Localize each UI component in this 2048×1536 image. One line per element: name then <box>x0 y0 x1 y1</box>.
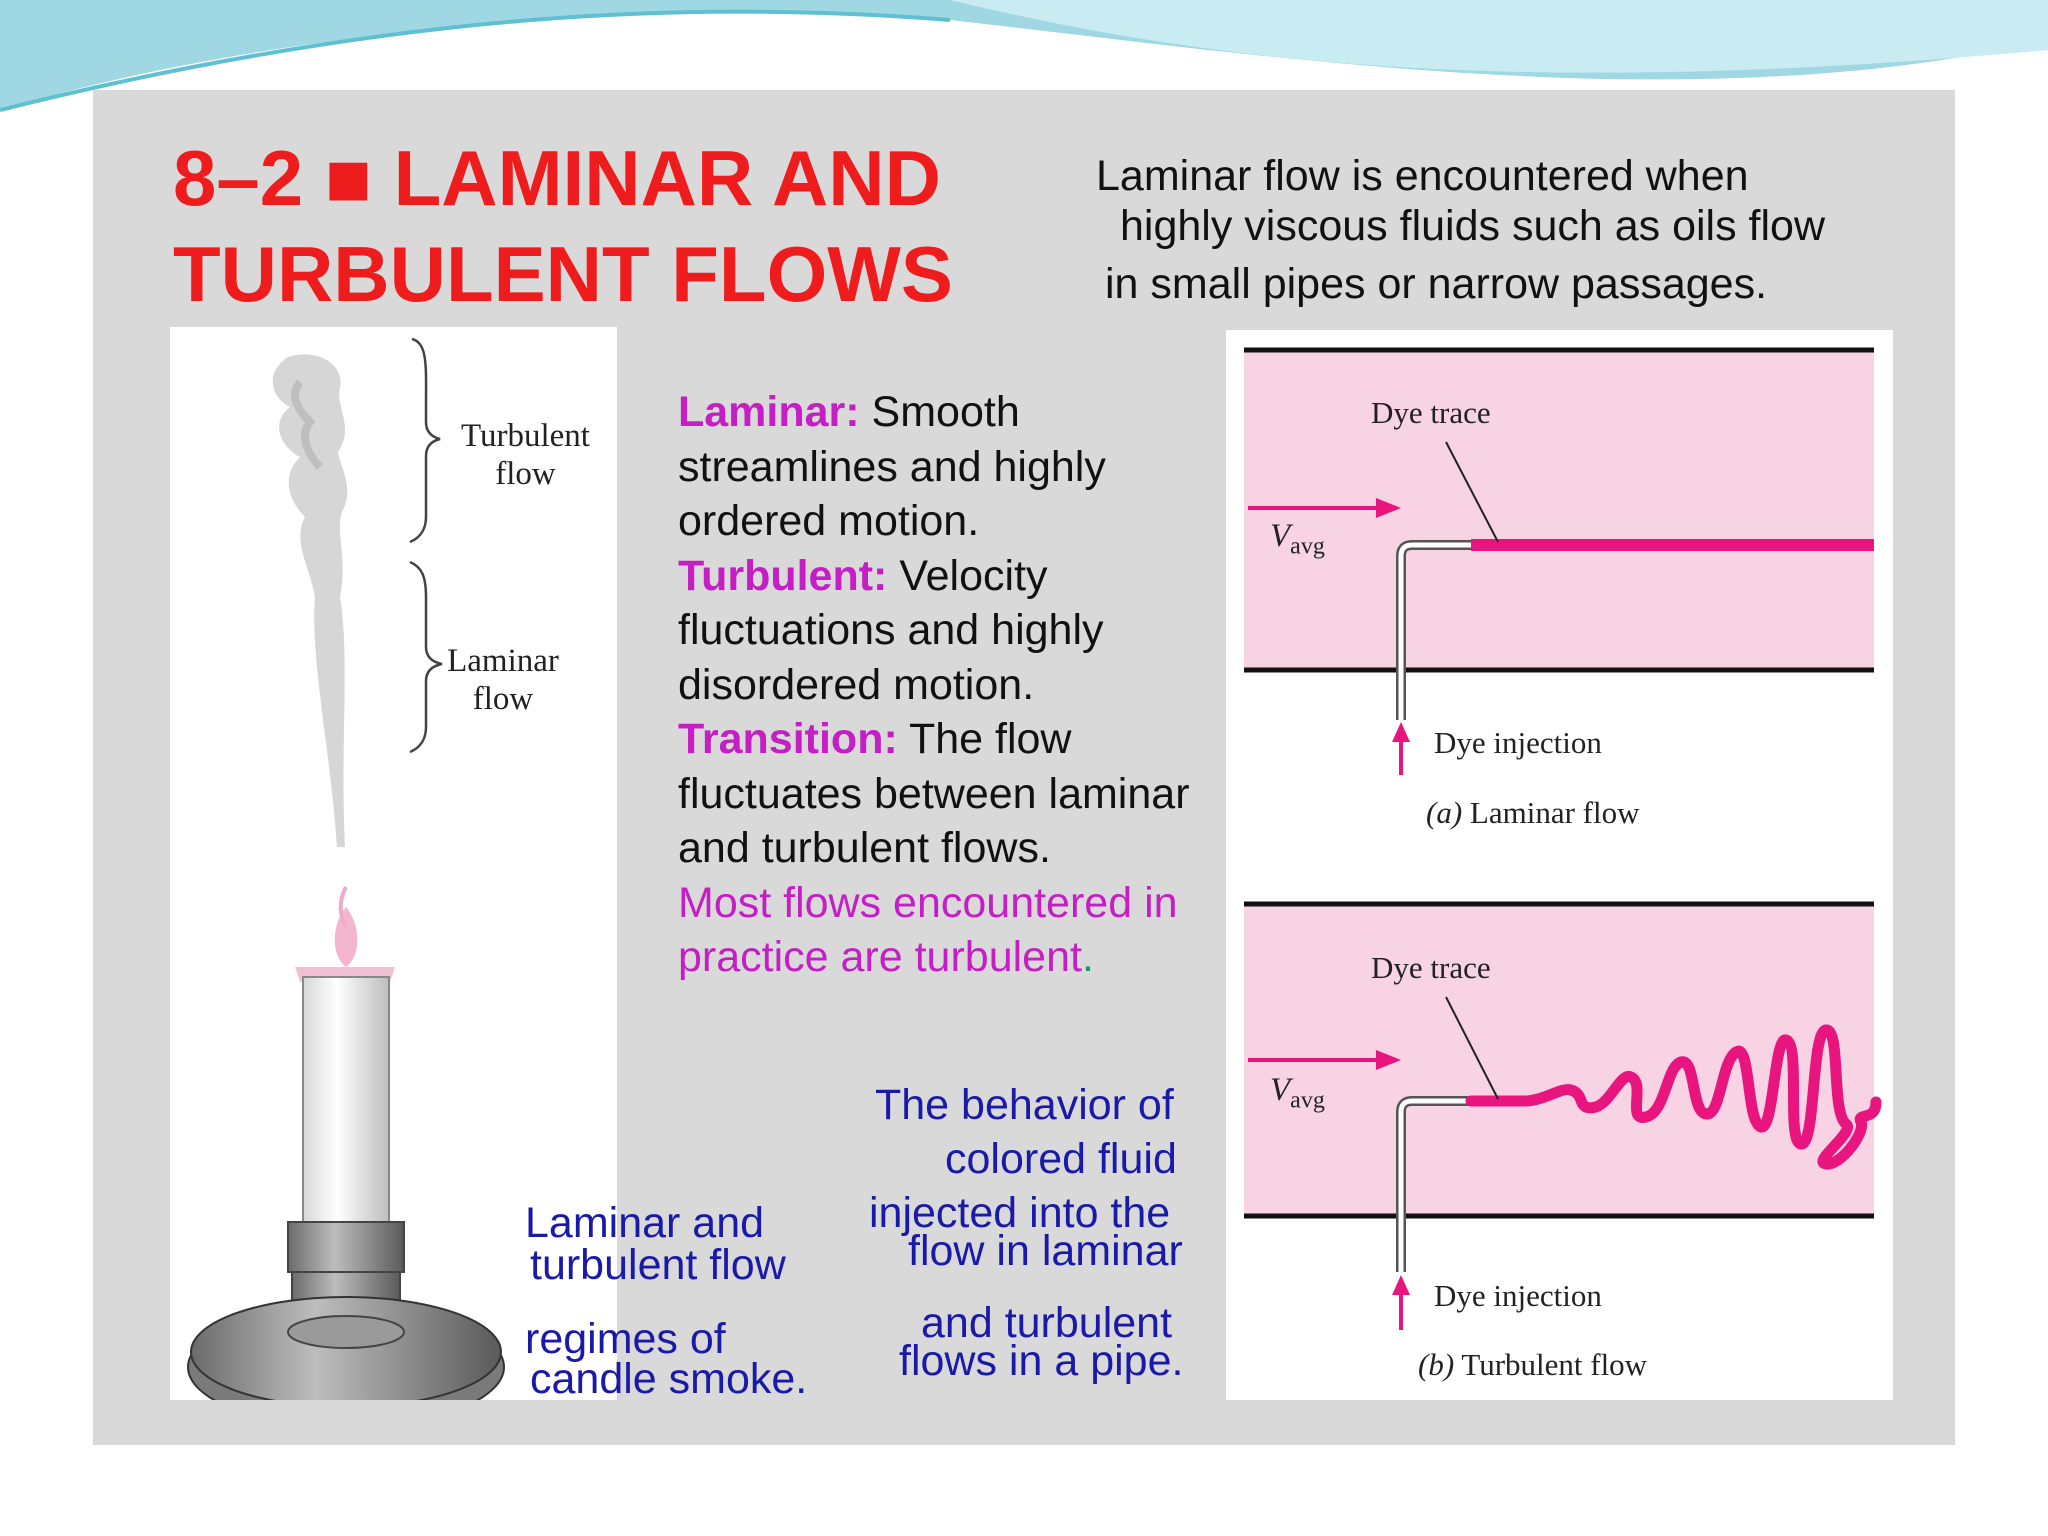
pipe-caption-line-6: flows in a pipe. <box>899 1337 1184 1385</box>
dye-trace-label-a: Dye trace <box>1371 395 1491 430</box>
pipe-caption-line-3: injected into the <box>869 1189 1171 1237</box>
pipe-figure-laminar: Dye trace Vavg Dye injection (a) Laminar… <box>1226 330 1893 862</box>
definition-turbulent: Turbulent: Velocity fluctuations and hig… <box>678 551 1104 709</box>
candle-caption-line-4: candle smoke. <box>530 1355 808 1403</box>
caption-laminar-flow: (a) Laminar flow <box>1426 795 1640 830</box>
intro-line-1: Laminar flow is encountered when <box>1096 152 1749 200</box>
slide-panel: 8–2 ■ LAMINAR AND TURBULENT FLOWS Lamina… <box>93 90 1955 1445</box>
pipe-caption-line-5: and turbulent <box>921 1299 1173 1347</box>
definition-laminar: Laminar: Smooth streamlines and highly o… <box>678 388 1106 545</box>
turbulent-pipe-diagram <box>1244 901 1882 1330</box>
pipe-figure-turbulent: Dye trace Vavg Dye injection (b) Turbule… <box>1226 862 1893 1400</box>
caption-turbulent-flow: (b) Turbulent flow <box>1418 1347 1648 1382</box>
slide-title: 8–2 ■ LAMINAR AND TURBULENT FLOWS <box>173 134 953 318</box>
velocity-label-a: Vavg <box>1270 518 1325 560</box>
pipe-caption-line-1: The behavior of <box>875 1081 1174 1129</box>
dye-injection-label-a: Dye injection <box>1434 725 1602 760</box>
candle-illustration <box>187 337 505 1428</box>
intro-line-3: in small pipes or narrow passages. <box>1105 260 1768 308</box>
pipe-caption-line-4: flow in laminar <box>908 1227 1183 1275</box>
dye-trace-label-b: Dye trace <box>1371 950 1491 985</box>
intro-line-2: highly viscous fluids such as oils flow <box>1120 202 1826 250</box>
most-flows-note: Most flows encountered in practice are t… <box>678 878 1178 982</box>
candle-caption-line-3: regimes of <box>525 1315 726 1363</box>
definitions-block: Laminar: Smooth streamlines and highly o… <box>678 385 1198 985</box>
candle-caption-line-1: Laminar and <box>525 1199 765 1247</box>
laminar-pipe-diagram <box>1244 347 1874 775</box>
candle-caption-line-2: turbulent flow <box>530 1241 786 1289</box>
definition-transition: Transition: The flow fluctuates between … <box>678 715 1190 872</box>
dye-injection-label-b: Dye injection <box>1434 1278 1602 1313</box>
velocity-label-b: Vavg <box>1270 1072 1325 1114</box>
pipe-caption-line-2: colored fluid <box>945 1135 1177 1183</box>
header-wave-decoration <box>0 0 2048 112</box>
